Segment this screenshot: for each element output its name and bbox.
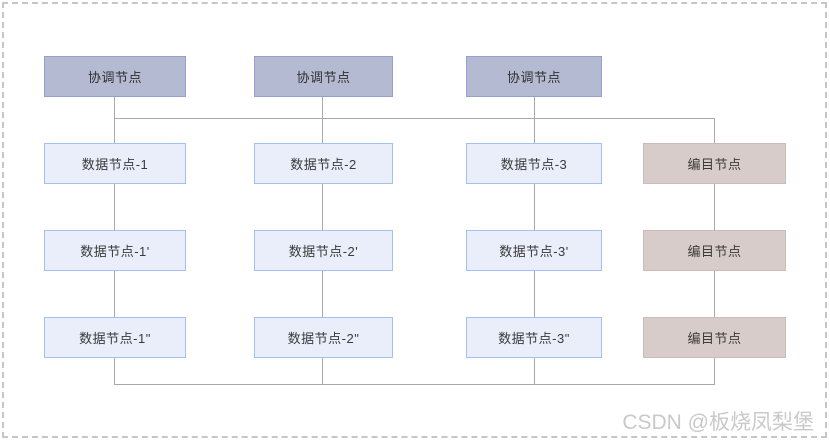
node-coordinator-3: 协调节点	[466, 56, 602, 97]
node-data-1-doubleprime: 数据节点-1"	[44, 317, 186, 358]
node-catalog-1: 编目节点	[643, 143, 786, 184]
node-data-3-doubleprime: 数据节点-3"	[466, 317, 602, 358]
node-data-1-prime: 数据节点-1'	[44, 230, 186, 271]
csdn-watermark: CSDN @板烧凤梨堡	[622, 411, 814, 434]
node-data-1: 数据节点-1	[44, 143, 186, 184]
node-data-3-prime: 数据节点-3'	[466, 230, 602, 271]
node-data-2: 数据节点-2	[254, 143, 393, 184]
node-catalog-2: 编目节点	[643, 230, 786, 271]
connector-bottom-bus	[114, 384, 715, 385]
node-data-2-doubleprime: 数据节点-2"	[254, 317, 393, 358]
node-data-3: 数据节点-3	[466, 143, 602, 184]
node-data-2-prime: 数据节点-2'	[254, 230, 393, 271]
connector-top-bus	[114, 118, 715, 119]
node-coordinator-1: 协调节点	[44, 56, 186, 97]
node-catalog-3: 编目节点	[643, 317, 786, 358]
node-coordinator-2: 协调节点	[254, 56, 393, 97]
